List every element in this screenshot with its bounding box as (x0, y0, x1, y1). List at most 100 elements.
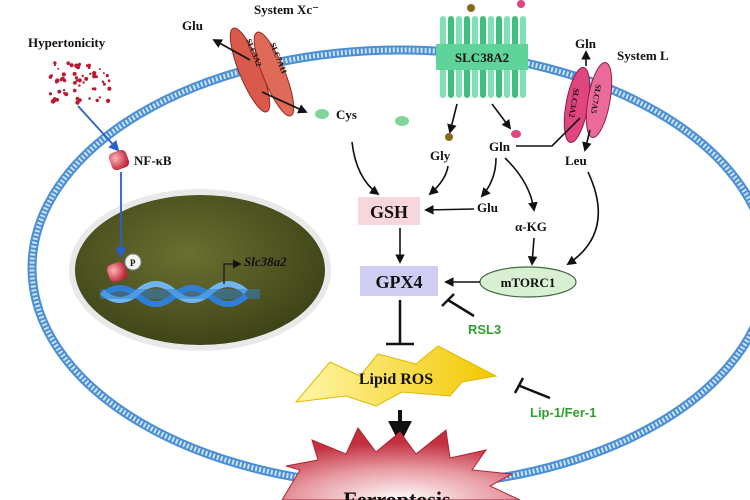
dna-helix (100, 281, 260, 307)
gln-top-label: Gln (575, 36, 597, 51)
hypertonicity-dot (77, 63, 81, 67)
gly-molecule (445, 133, 453, 141)
hypertonicity-dot (78, 84, 81, 87)
rsl3-label: RSL3 (468, 322, 501, 337)
hypertonicity-dot (98, 68, 101, 71)
slc38a2-ligand-top (467, 4, 475, 12)
gln-to-akg-arrow (504, 157, 538, 212)
lip-fer-inhibition (513, 377, 551, 400)
hypertonicity-dot (75, 100, 80, 105)
hypertonicity-dot (107, 86, 112, 91)
hypertonicity-dot (106, 98, 111, 103)
hypertonicity-dot (77, 78, 82, 83)
hypertonicity-dot (55, 97, 60, 102)
leu-to-mtorc1-arrow (566, 171, 600, 266)
gsh-box (358, 197, 420, 225)
nfkb-icon (108, 149, 130, 171)
rsl3-inhibition (441, 293, 475, 318)
hypertonicity-dot (48, 92, 53, 96)
hypertonicity-dot (64, 92, 69, 97)
slc38a2-band (436, 44, 528, 70)
hypertonicity-dot (98, 96, 102, 99)
hypertonicity-dot (57, 67, 60, 70)
ferroptosis-starburst (281, 427, 521, 500)
system-xc-transporter (229, 27, 295, 117)
hypertonicity-dot (72, 71, 77, 76)
glu-to-gsh-arrow (424, 205, 475, 215)
hypertonicity-dot (102, 72, 105, 75)
hypertonicity-dot (57, 89, 62, 94)
cys-import-arrow (261, 91, 308, 114)
hypertonicity-dot (48, 75, 53, 79)
gpx4-inhibits-lipid-ros (386, 300, 414, 346)
system-l-transporter (563, 62, 613, 143)
hypertonicity-dot (53, 63, 57, 67)
gln-to-glu-arrow (480, 157, 497, 198)
hypertonicity-dot (82, 81, 85, 84)
glu-top-label: Glu (182, 18, 203, 33)
gsh-label: GSH (370, 202, 408, 222)
hypertonicity-label: Hypertonicity (28, 35, 106, 50)
cys-to-gsh-arrow (351, 141, 380, 196)
glu-export-arrow (212, 39, 251, 61)
system-xc-label: System Xc⁻ (254, 2, 319, 17)
hypertonicity-dot (107, 79, 111, 82)
gln-export-line (516, 117, 581, 147)
hypertonicity-dot (105, 74, 109, 78)
cys-molecule (315, 109, 329, 119)
hypertonicity-dot (88, 97, 91, 100)
hypertonicity-dot (69, 63, 74, 68)
hypertonicity-dot (62, 89, 66, 92)
hypertonicity-dot (92, 74, 97, 79)
leu-label: Leu (565, 153, 587, 168)
gln-import-arrow (491, 103, 512, 130)
nfkb-bound-dna (106, 253, 142, 283)
gpx4-box (360, 266, 438, 296)
nucleus (69, 189, 331, 351)
phospho-label: P (130, 258, 136, 268)
system-l-label: System L (617, 48, 669, 63)
hypertonicity-dot (81, 74, 85, 78)
hypertonicity-dot (84, 76, 89, 81)
hypertonicity-dot (76, 65, 81, 70)
gly-label: Gly (430, 148, 451, 163)
hypertonicity-dot (87, 66, 91, 69)
ferroptosis-label: Ferroptosis (343, 487, 451, 500)
slc38a2-ligand-pink (517, 0, 525, 8)
glu-mid-label: Glu (477, 200, 498, 215)
hypertonicity-dot (66, 61, 70, 65)
gly-molecule-dot (395, 116, 409, 126)
lipid-ros-shape (294, 345, 498, 407)
hypertonicity-dot (55, 80, 58, 84)
hypertonicity-dot (74, 76, 79, 80)
hypertonicity-dot (89, 72, 92, 76)
hypertonicity-arrow (77, 105, 120, 152)
hypertonicity-dot (61, 72, 66, 77)
hypertonicity-dot (53, 61, 57, 65)
hypertonicity-dots (48, 61, 112, 105)
leu-import-arrow (582, 129, 592, 152)
lipid-ros-label: Lipid ROS (359, 371, 433, 388)
gene-promoter-arrow (223, 259, 242, 284)
hypertonicity-dot (91, 87, 95, 91)
hypertonicity-dot (95, 98, 99, 103)
nfkb-label: NF-κB (134, 153, 172, 168)
hypertonicity-dot (101, 80, 105, 84)
lip-fer-label: Lip-1/Fer-1 (530, 405, 596, 420)
akg-label: α-KG (515, 219, 547, 234)
gln-label: Gln (489, 139, 511, 154)
hypertonicity-dot (75, 79, 79, 82)
akg-to-mtorc1-arrow (527, 237, 538, 266)
gene-label: Slc38a2 (244, 254, 287, 269)
mtorc1-label: mTORC1 (501, 275, 556, 290)
hypertonicity-dot (73, 81, 77, 85)
cys-label: Cys (336, 107, 357, 122)
gpx4-label: GPX4 (376, 272, 423, 292)
gln-molecule (511, 130, 521, 138)
hypertonicity-dot (102, 82, 106, 86)
hypertonicity-dot (85, 64, 89, 68)
slc38a2-label: SLC38A2 (455, 50, 509, 65)
gly-to-gsh-arrow (428, 165, 449, 196)
